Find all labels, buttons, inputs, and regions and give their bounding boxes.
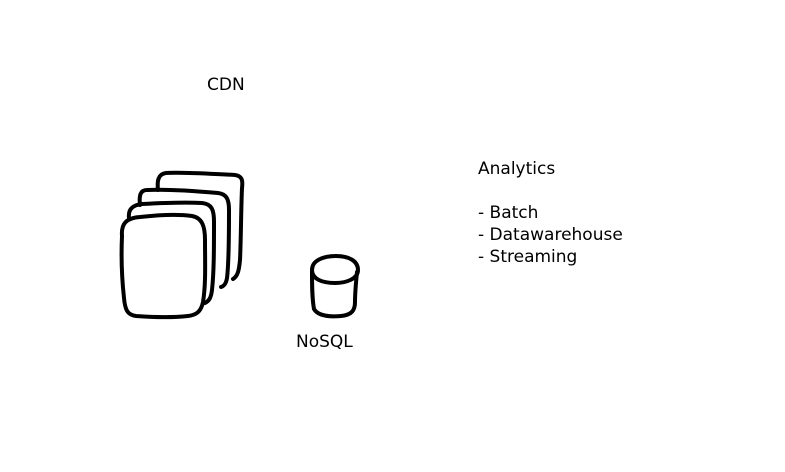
db-body: [310, 270, 359, 319]
analytics-title: Analytics: [478, 159, 556, 179]
nosql-database-icon: [310, 254, 360, 319]
cdn-pages-icon: [119, 170, 245, 320]
analytics-item-datawarehouse: - Datawarehouse: [478, 225, 623, 245]
nosql-label: NoSQL: [296, 332, 353, 352]
cdn-label: CDN: [207, 75, 245, 95]
analytics-item-batch: - Batch: [478, 203, 539, 223]
analytics-notes: Analytics - Batch - Datawarehouse - Stre…: [478, 158, 623, 268]
cdn-page-middle: [137, 187, 231, 289]
analytics-spacer: [478, 180, 623, 202]
db-top-ellipse: [310, 254, 360, 285]
cdn-page-back: [155, 170, 245, 281]
cdn-page-front: [119, 212, 208, 320]
cdn-page-second: [126, 200, 216, 305]
analytics-item-streaming: - Streaming: [478, 247, 578, 267]
